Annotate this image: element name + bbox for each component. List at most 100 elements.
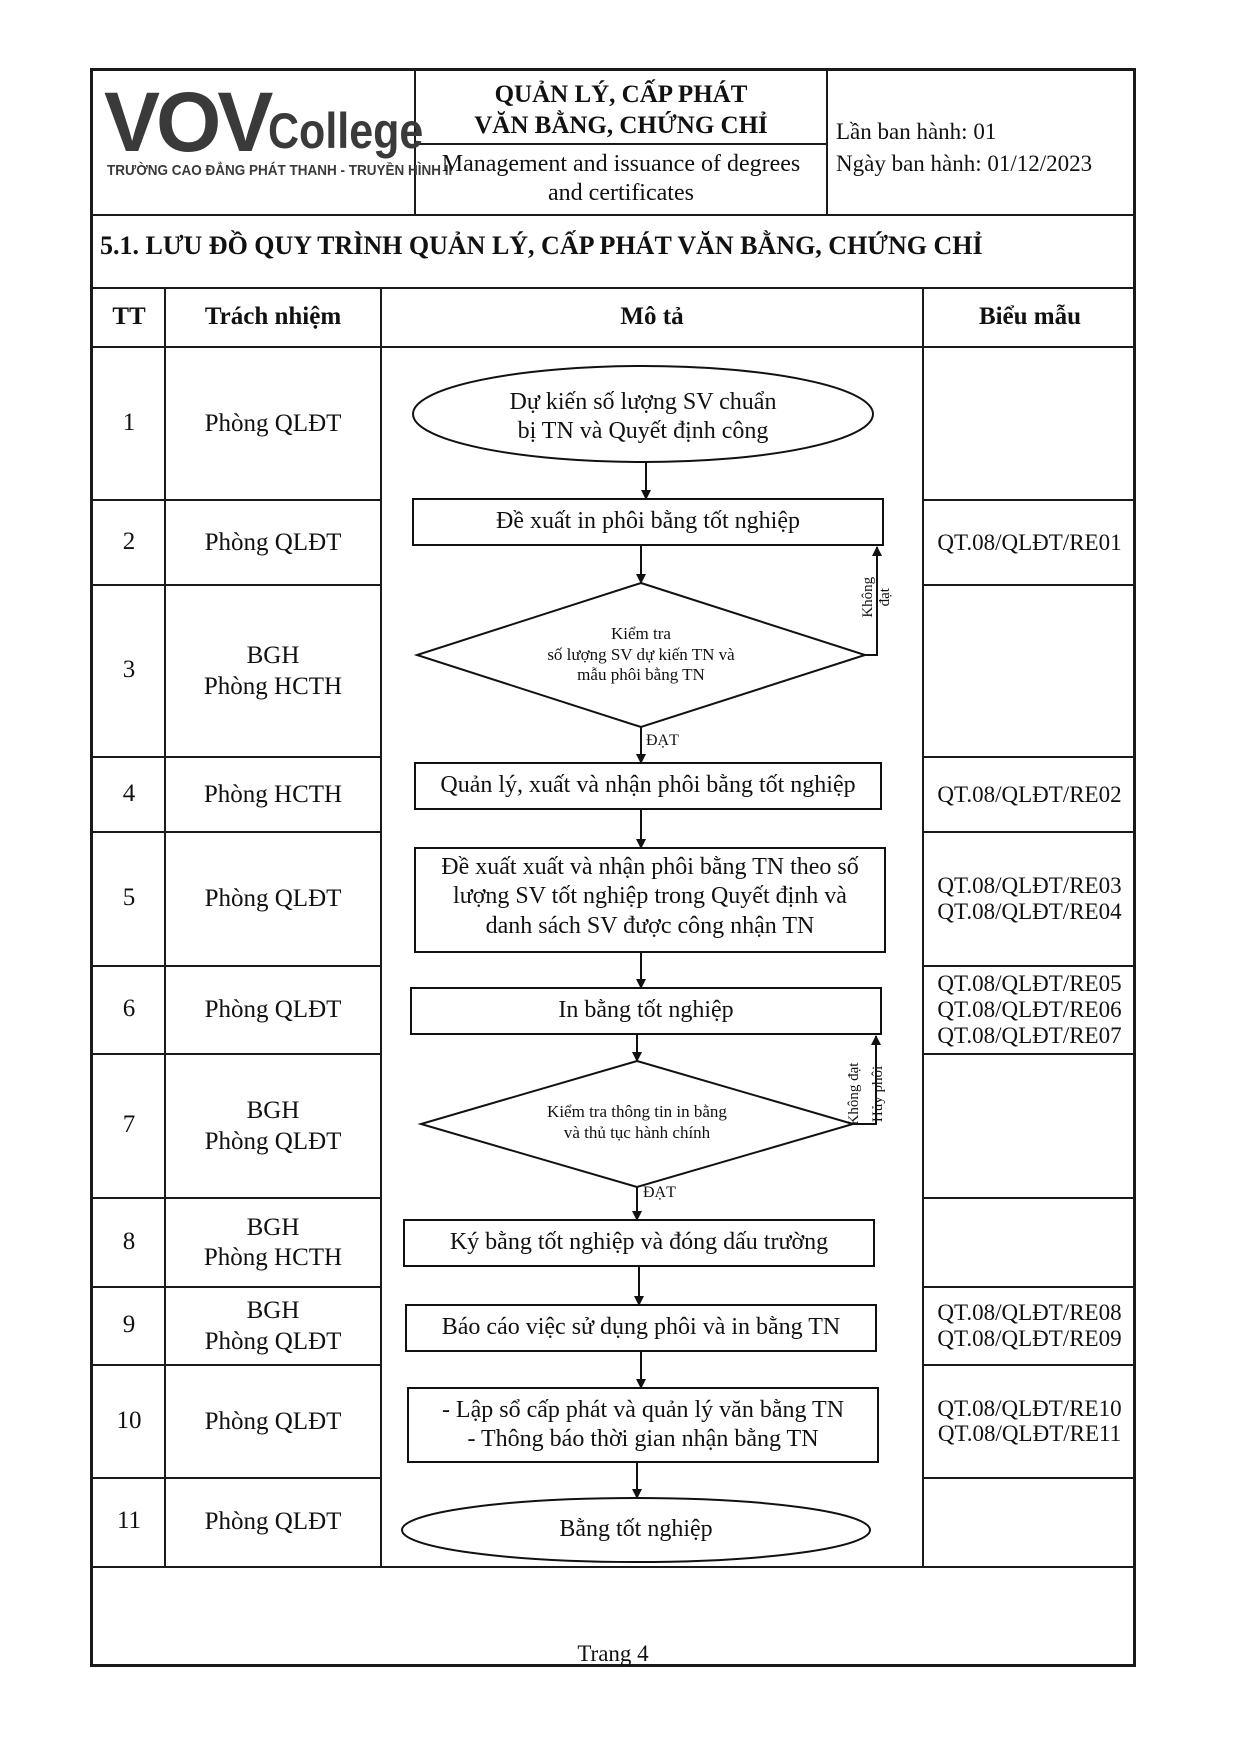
edition-label: Lần ban hành: 01 [836,119,997,144]
row-separator [922,756,1136,758]
form-code: QT.08/QLĐT/RE06 [937,996,1122,1022]
header-col-divider-2 [826,68,828,215]
doc-meta: Lần ban hành: 01 Ngày ban hành: 01/12/20… [836,116,1092,180]
row-separator [90,1197,380,1199]
row-separator [922,1364,1136,1366]
check1-label-line1: Kiểm tra [611,624,671,643]
check2-fail-line2: Hủy phôi [870,1065,886,1123]
logo-subtitle: TRƯỜNG CAO ĐẲNG PHÁT THANH - TRUYỀN HÌNH… [107,162,453,179]
end-label: Bằng tốt nghiệp [559,1516,713,1542]
step5-label-line2: lượng SV tốt nghiệp trong Quyết định và [453,883,847,910]
doc-title-en-line2: and certificates [548,180,694,207]
check2-label: Kiểm tra thông tin in bằng và thủ tục hà… [500,1102,774,1143]
form-code: QT.08/QLĐT/RE01 [937,529,1122,555]
row-separator [90,499,380,501]
check2-fail-label: Không đạt Hủy phôi [842,1034,890,1154]
responsibility-line: BGH [246,1297,300,1324]
row-responsibility: Phòng QLĐT [165,884,381,915]
responsibility-line: BGH [246,642,300,669]
row-responsibility: BGH Phòng HCTH [165,1213,381,1274]
col-header-responsibility: Trách nhiệm [204,303,342,330]
doc-title-vi: QUẢN LÝ, CẤP PHÁT VĂN BẰNG, CHỨNG CHỈ [416,80,826,141]
doc-title-vi-line1: QUẢN LÝ, CẤP PHÁT [494,81,748,108]
table-col-line-1 [164,287,166,1567]
step4-box [414,762,882,810]
responsibility-line: Phòng HCTH [203,780,343,808]
check2-label-line2: và thủ tục hành chính [563,1122,711,1142]
step5-box [414,847,886,953]
responsibility-line: Phòng QLĐT [204,1407,342,1435]
check2-pass-label: ĐẠT [643,1184,676,1201]
col-header-description: Mô tả [620,303,684,330]
row-separator [922,1286,1136,1288]
row-separator [922,965,1136,967]
responsibility-line: Phòng HCTH [203,1244,343,1271]
page-number: Trang 4 [577,1641,649,1666]
row-separator [922,499,1136,501]
row-separator [90,965,380,967]
arrow-check1-fail [865,546,882,656]
responsibility-line: BGH [246,1097,300,1124]
start-label-line1: Dự kiến số lượng SV chuẩn [509,389,777,415]
responsibility-line: Phòng QLĐT [204,1127,342,1155]
row-forms: QT.08/QLĐT/RE02 [923,782,1136,808]
step2-label: Đề xuất in phôi bằng tốt nghiệp [496,508,800,534]
row-number: 1 [122,409,136,436]
table-col-line-2 [380,287,382,1567]
responsibility-line: BGH [246,1213,300,1241]
row-responsibility: Phòng HCTH [165,780,381,811]
check1-label-line3: mẫu phôi bằng TN [577,665,705,685]
start-label-line2: bị TN và Quyết định công [517,418,769,445]
row-separator [922,1477,1136,1479]
row-responsibility: Phòng QLĐT [165,1407,381,1438]
row-separator [90,584,380,586]
responsibility-line: Phòng HCTH [203,672,343,700]
step6-box [410,987,882,1035]
row-separator [90,1364,380,1366]
arrow-check2-fail [853,1035,881,1125]
row-number: 9 [122,1311,136,1338]
row-number: 11 [116,1507,142,1534]
step10-label-line1: - Lập sổ cấp phát và quản lý văn bằng TN [441,1397,845,1423]
check1-label-line2: số lượng SV dự kiến TN và [547,644,735,664]
row-number: 4 [122,779,136,807]
row-number: 2 [122,527,136,555]
form-code: QT.08/QLĐT/RE10 [937,1395,1122,1421]
step6-label: In bằng tốt nghiệp [558,997,734,1023]
row-responsibility: Phòng QLĐT [165,528,381,559]
table-bottom-line [90,1566,1136,1568]
section-title: 5.1. LƯU ĐỒ QUY TRÌNH QUẢN LÝ, CẤP PHÁT … [100,231,983,260]
col-header-forms: Biểu mẫu [978,303,1082,330]
row-separator [922,584,1136,586]
row-number: 5 [122,884,136,911]
logo-vov-text: VOV [104,75,273,169]
check1-pass-label: ĐẠT [646,732,679,749]
logo-college-text: College [268,103,424,159]
col-header-tt: TT [112,303,146,330]
doc-title-vi-line2: VĂN BẰNG, CHỨNG CHỈ [474,111,768,139]
row-number: 8 [122,1227,136,1255]
row-number: 6 [122,995,136,1022]
row-forms: QT.08/QLĐT/RE01 [923,530,1136,556]
header-col-divider-1 [414,68,416,215]
form-code: QT.08/QLĐT/RE02 [937,781,1122,807]
step8-label: Ký bằng tốt nghiệp và đóng dấu trường [449,1229,829,1255]
row-separator [90,1477,380,1479]
row-number: 10 [116,1406,142,1434]
responsibility-line: Phòng QLĐT [204,1508,342,1535]
row-separator [90,831,380,833]
row-number: 3 [122,656,136,683]
step4-label: Quản lý, xuất và nhận phôi bằng tốt nghi… [440,772,856,798]
step5-label-line1: Đề xuất xuất và nhận phôi bằng TN theo s… [441,854,859,880]
page-frame [90,68,1136,1667]
row-responsibility: Phòng QLĐT [165,995,381,1026]
responsibility-line: Phòng QLĐT [204,528,342,556]
doc-title-en-line1: Management and issuance of degrees [441,151,801,177]
step5-label-line3: danh sách SV được công nhận TN [485,912,815,939]
responsibility-line: Phòng QLĐT [204,996,342,1023]
